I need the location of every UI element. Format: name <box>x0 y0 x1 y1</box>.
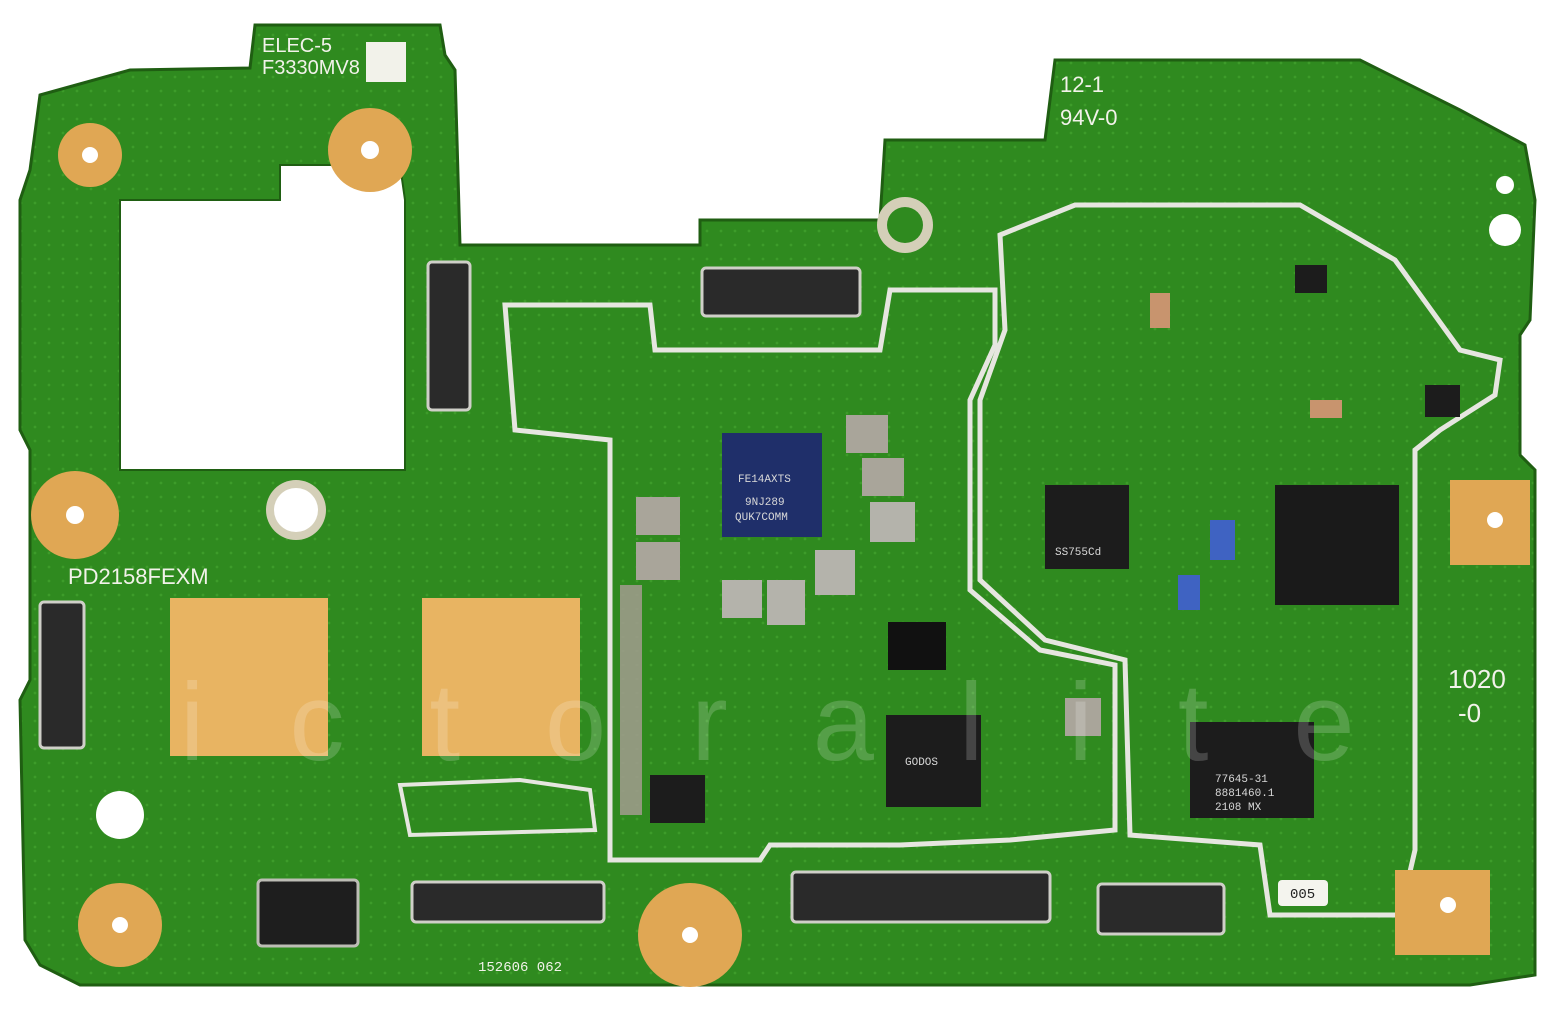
datamatrix-code <box>366 42 406 82</box>
tag-label: 005 <box>1290 887 1315 903</box>
rating-label-top: 12-1 <box>1060 72 1104 97</box>
chip-markings: QUK7COMM 9NJ289 FE14AXTS GODOS SS755Cd 7… <box>735 474 1275 814</box>
serial-label: 152606 062 <box>478 960 562 976</box>
shield-frame-bottom <box>397 777 598 838</box>
model-label: PD2158FEXM <box>68 564 209 589</box>
pmic-marking-3: FE14AXTS <box>738 474 791 486</box>
rating-label-bottom: 94V-0 <box>1060 105 1118 130</box>
right-code-top: 1020 <box>1448 664 1506 694</box>
part-label-top: ELEC-5 <box>262 35 332 57</box>
right-code-bottom: -0 <box>1458 698 1481 728</box>
mid-chip2-marking: SS755Cd <box>1055 547 1101 559</box>
pmic-marking-2: 9NJ289 <box>745 497 785 509</box>
gold-pad-left <box>170 598 328 756</box>
camera-cutout <box>119 164 406 471</box>
ic-chips <box>650 265 1460 823</box>
pa-marking-3: 2108 MX <box>1215 802 1262 814</box>
watermark: ictoralite <box>180 661 1440 784</box>
pa-marking-2: 8881460.1 <box>1215 788 1275 800</box>
part-label-bottom: F3330MV8 <box>262 57 360 79</box>
passive-components <box>620 415 1101 815</box>
gold-pad-right <box>422 598 580 756</box>
tag-box <box>1278 880 1328 906</box>
mounting-holes <box>31 108 1530 987</box>
board-connectors <box>38 260 1226 948</box>
pa-marking-1: 77645-31 <box>1215 774 1268 786</box>
pmic-marking-1: QUK7COMM <box>735 512 788 524</box>
mid-chip-marking: GODOS <box>905 757 938 769</box>
shield-frame-left <box>502 287 1118 863</box>
